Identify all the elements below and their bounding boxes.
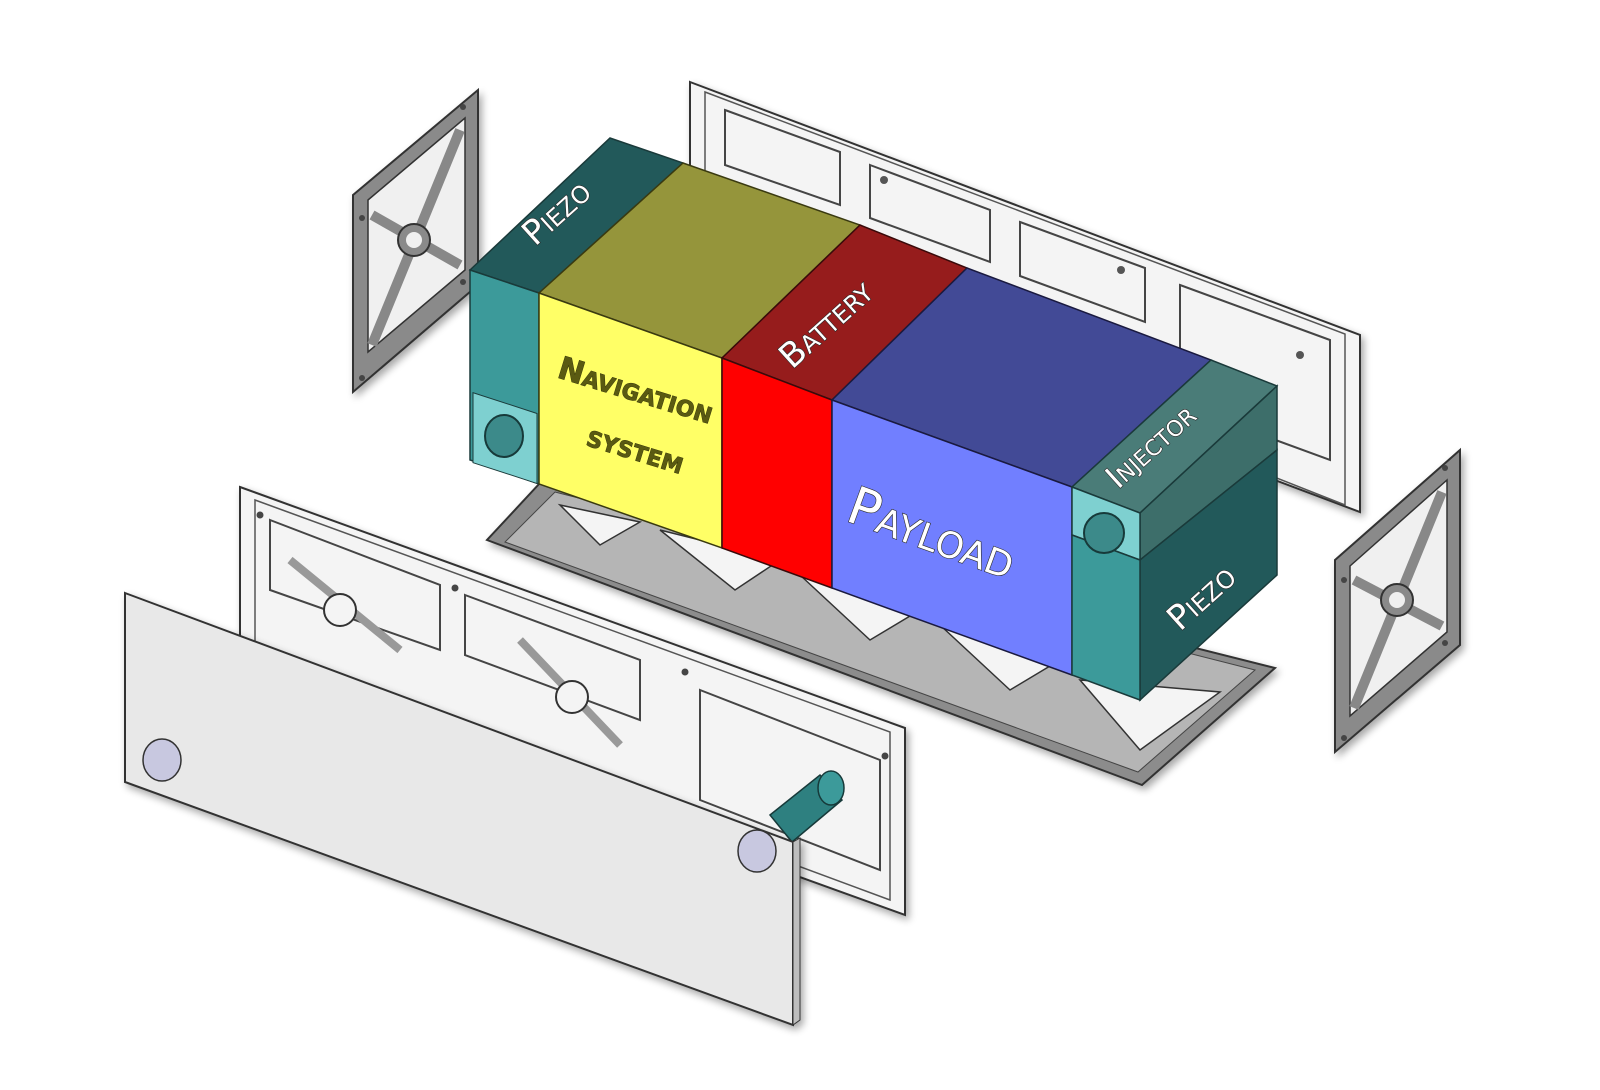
front-side-frame: [239, 485, 906, 917]
panel-port-right: [737, 829, 777, 873]
panel-port-left: [142, 738, 182, 782]
left-end-frame: [352, 87, 479, 395]
piezo-front-front: [1071, 533, 1141, 702]
bottom-frame: [485, 481, 1278, 787]
injector-port: [1083, 512, 1125, 554]
right-end-frame: [1334, 447, 1461, 755]
piezo-rear-port: [484, 414, 524, 458]
module-stack: Piezo Navigation system Battery Payload …: [468, 137, 1279, 702]
actuator-rod: [768, 770, 845, 844]
front-solid-panel: [124, 591, 801, 1027]
